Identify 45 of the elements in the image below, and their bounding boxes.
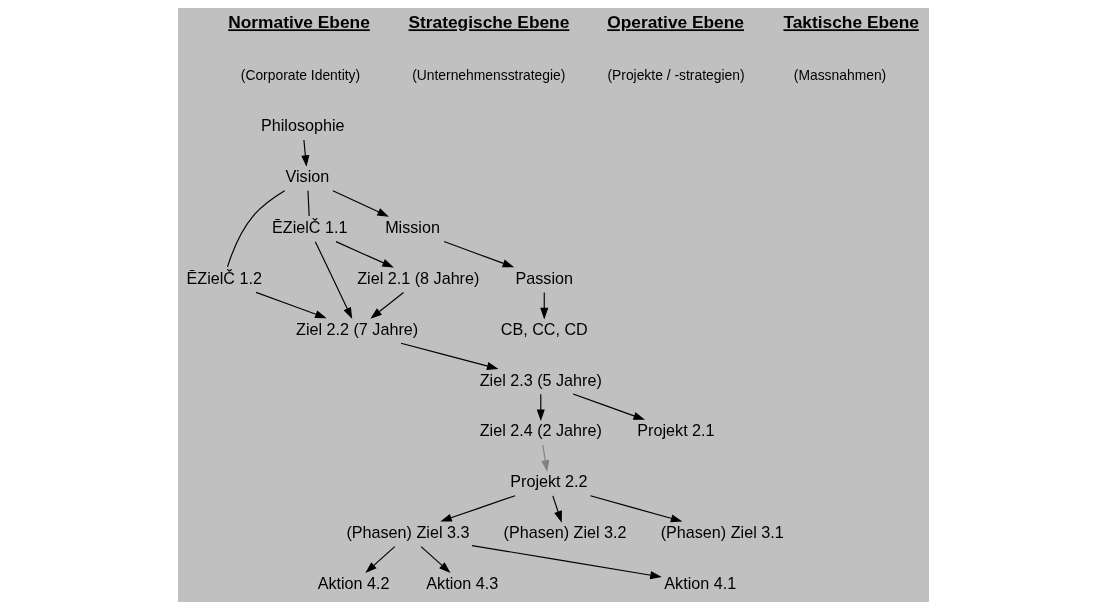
label: (Massnahmen) (793, 66, 887, 83)
arrow (255, 291, 327, 319)
node-text: Ziel 2.3 (5 Jahre) (479, 370, 602, 389)
arrow (365, 546, 396, 573)
node-text: Mission (385, 218, 440, 237)
arrow (370, 291, 405, 319)
node-text: Passion (515, 268, 573, 287)
node-text: Aktion 4.1 (664, 573, 737, 592)
connector (307, 190, 310, 217)
arrow (541, 444, 550, 472)
arrow (471, 545, 662, 580)
node-text: Projekt 2.2 (510, 472, 588, 491)
arrow (443, 240, 515, 268)
arrow (589, 495, 683, 523)
node-text: CB, CC, CD (500, 319, 588, 338)
label: (Projekte / -strategien) (607, 66, 745, 83)
label: (Unternehmensstrategie) (412, 66, 566, 83)
node-text: Vision (285, 167, 330, 186)
node-text: Aktion 4.3 (426, 573, 499, 592)
arrow (572, 393, 646, 420)
arrow (335, 241, 394, 268)
arrow (552, 495, 562, 523)
connector (226, 190, 286, 268)
arrow (332, 190, 389, 217)
label: Operative Ebene (607, 12, 744, 33)
node-text: Ziel 2.2 (7 Jahre) (296, 319, 419, 338)
node-text: ĒZielČ 1.1 (272, 218, 348, 237)
arrow (420, 546, 451, 573)
node-text: Aktion 4.2 (317, 573, 390, 592)
label: Taktische Ebene (783, 12, 919, 33)
arrow (301, 139, 310, 167)
node-text: (Phasen) Ziel 3.2 (503, 523, 627, 542)
arrow (400, 342, 499, 370)
node-text: ĒZielČ 1.2 (186, 268, 262, 287)
arrow (314, 241, 353, 320)
arrow (440, 495, 516, 522)
node-text: (Phasen) Ziel 3.3 (346, 523, 470, 542)
node-text: Ziel 2.4 (2 Jahre) (479, 421, 602, 440)
node-text: (Phasen) Ziel 3.1 (660, 523, 784, 542)
node-text: Philosophie (261, 116, 345, 135)
node-text: Ziel 2.1 (8 Jahre) (357, 268, 480, 287)
label: Strategische Ebene (408, 12, 570, 33)
node-text: Projekt 2.1 (637, 421, 715, 440)
label: Normative Ebene (228, 12, 370, 33)
label: (Corporate Identity) (240, 66, 361, 83)
